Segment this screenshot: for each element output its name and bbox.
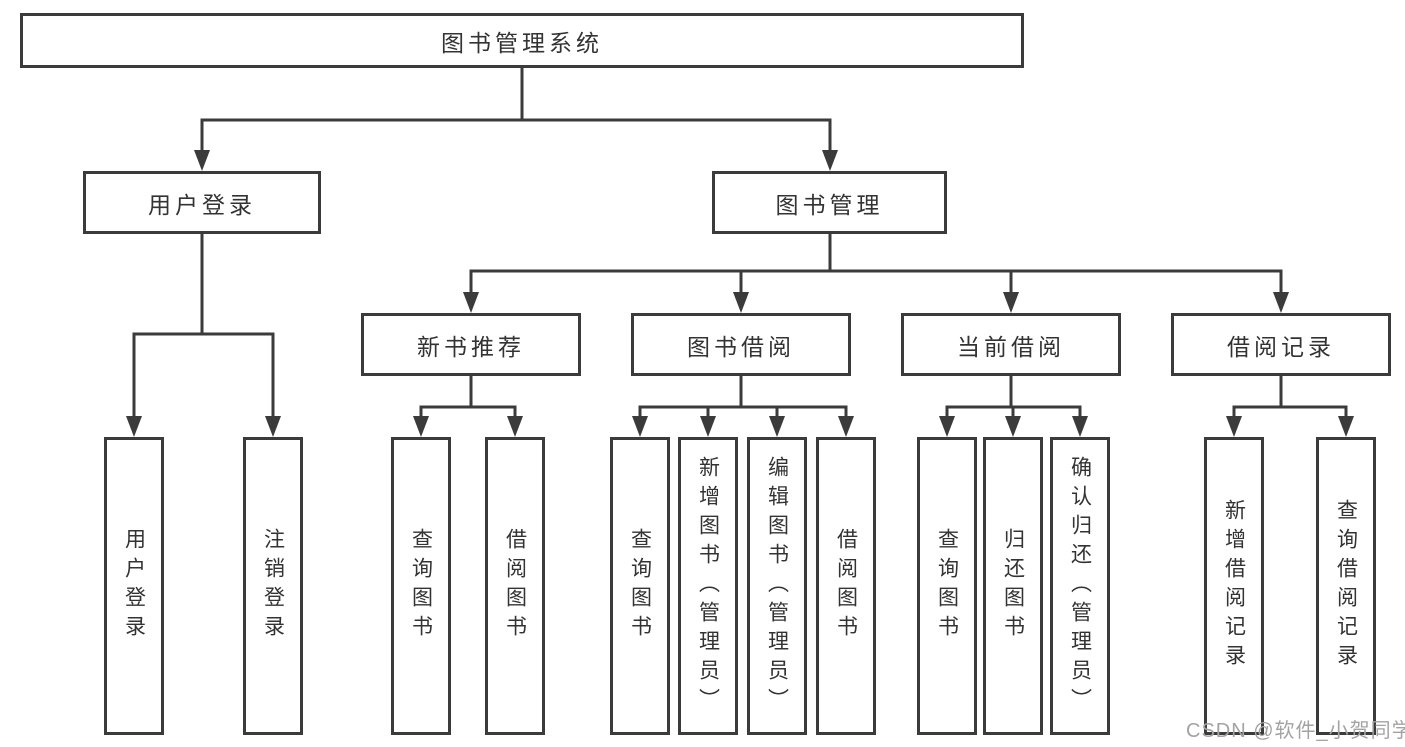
leaf-query-books-borrow: 查询图书 [610,437,670,735]
leaf-label: 查询图书 [935,528,959,644]
arrowheads [126,150,1354,437]
node-label: 图书借阅 [687,333,795,360]
leaf-label: 归还图书 [1001,528,1025,644]
leaf-borrow-books: 借阅图书 [816,437,876,735]
leaf-confirm-return-admin: 确认归还（管理员） [1050,437,1110,735]
node-label: 用户登录 [148,191,256,218]
node-label: 当前借阅 [957,333,1065,360]
leaf-add-borrow-record: 新增借阅记录 [1204,437,1264,735]
leaf-label: 借阅图书 [834,528,858,644]
node-label: 借阅记录 [1227,333,1335,360]
node-user-login: 用户登录 [83,171,321,234]
leaf-edit-books-admin: 编辑图书（管理员） [747,437,807,735]
leaf-query-borrow-record: 查询借阅记录 [1316,437,1376,735]
leaf-query-books-current: 查询图书 [917,437,977,735]
node-library-management-system: 图书管理系统 [20,13,1024,68]
leaf-label: 查询借阅记录 [1334,499,1358,673]
leaf-user-login: 用户登录 [104,437,164,735]
leaf-label: 编辑图书（管理员） [765,455,789,717]
leaf-label: 新增借阅记录 [1222,499,1246,673]
leaf-query-books-recommend: 查询图书 [391,437,451,735]
leaf-logout: 注销登录 [243,437,303,735]
node-book-borrow: 图书借阅 [631,313,851,376]
leaf-add-books-admin: 新增图书（管理员） [678,437,738,735]
leaf-label: 查询图书 [409,528,433,644]
node-book-management: 图书管理 [712,171,947,234]
leaf-return-books: 归还图书 [983,437,1043,735]
leaf-label: 借阅图书 [503,528,527,644]
leaf-label: 注销登录 [261,528,285,644]
node-label: 图书管理 [775,191,884,218]
leaf-label: 查询图书 [628,528,652,644]
leaf-borrow-books-recommend: 借阅图书 [485,437,545,735]
csdn-watermark: CSDN @软件_小贺同学 [1186,720,1405,742]
leaf-label: 用户登录 [122,528,146,644]
node-label: 图书管理系统 [441,29,603,56]
node-current-borrow: 当前借阅 [901,313,1121,376]
leaf-label: 新增图书（管理员） [696,455,720,717]
leaf-label: 确认归还（管理员） [1068,455,1092,717]
node-new-book-recommend: 新书推荐 [361,313,581,376]
node-label: 新书推荐 [417,333,525,360]
node-borrow-record: 借阅记录 [1171,313,1391,376]
